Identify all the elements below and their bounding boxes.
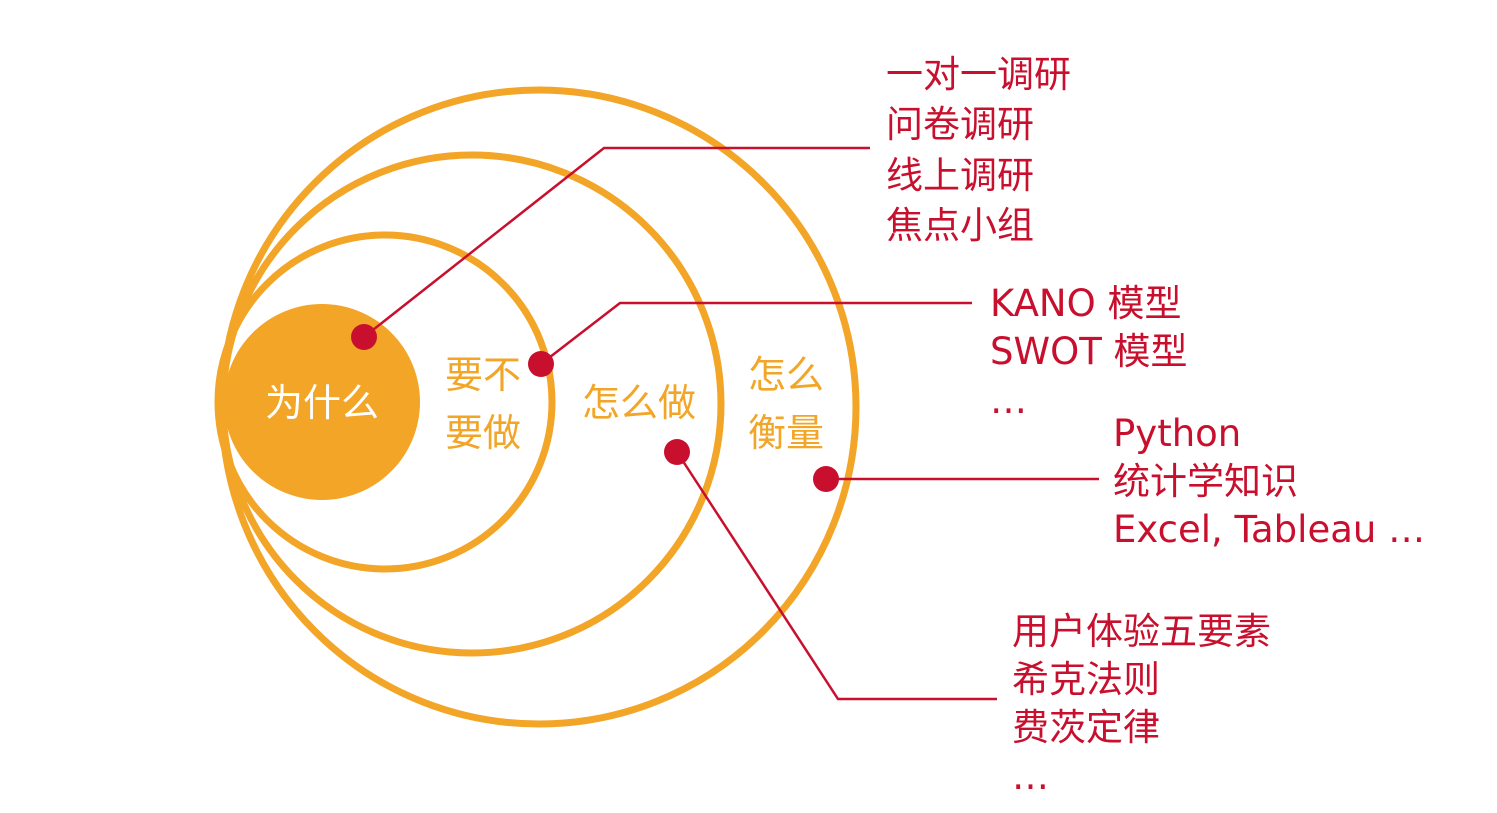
ring-3-label-line2: 衡量 <box>748 411 824 455</box>
anchor-dot-how <box>664 439 690 465</box>
anchor-dot-measure <box>813 466 839 492</box>
ring-3-label-line1: 怎么 <box>748 353 824 397</box>
connector-line-why <box>363 146 870 338</box>
callout-measure-item: Python <box>1113 412 1241 455</box>
anchor-dot-why <box>351 324 377 350</box>
core-circle <box>224 304 420 500</box>
connector-line-whether <box>540 301 972 365</box>
third-ring <box>219 151 725 657</box>
callout-measure-item: Excel, Tableau … <box>1113 508 1425 551</box>
callout-how-item: 希克法则 <box>1012 658 1160 701</box>
callout-why-item: 一对一调研 <box>886 53 1071 96</box>
ring-2-label: 怎么做 <box>582 381 696 425</box>
ring-1-label-line1: 要不 <box>445 353 521 397</box>
callout-why-item: 线上调研 <box>886 154 1034 197</box>
callout-whether-item: SWOT 模型 <box>990 330 1188 373</box>
callout-whether-item: … <box>990 379 1027 422</box>
callout-how-item: … <box>1012 755 1049 798</box>
connector-line-how <box>675 451 997 701</box>
callout-why-item: 问卷调研 <box>886 103 1034 146</box>
callout-how-item: 费茨定律 <box>1012 706 1160 749</box>
anchor-dot-whether <box>528 351 554 377</box>
core-label: 为什么 <box>265 381 379 425</box>
callout-measure-item: 统计学知识 <box>1113 460 1298 503</box>
second-ring <box>214 231 556 573</box>
callout-how-item: 用户体验五要素 <box>1012 610 1271 653</box>
callout-why-item: 焦点小组 <box>886 204 1034 247</box>
callout-whether-item: KANO 模型 <box>990 282 1182 325</box>
ring-1-label-line2: 要做 <box>445 411 521 455</box>
